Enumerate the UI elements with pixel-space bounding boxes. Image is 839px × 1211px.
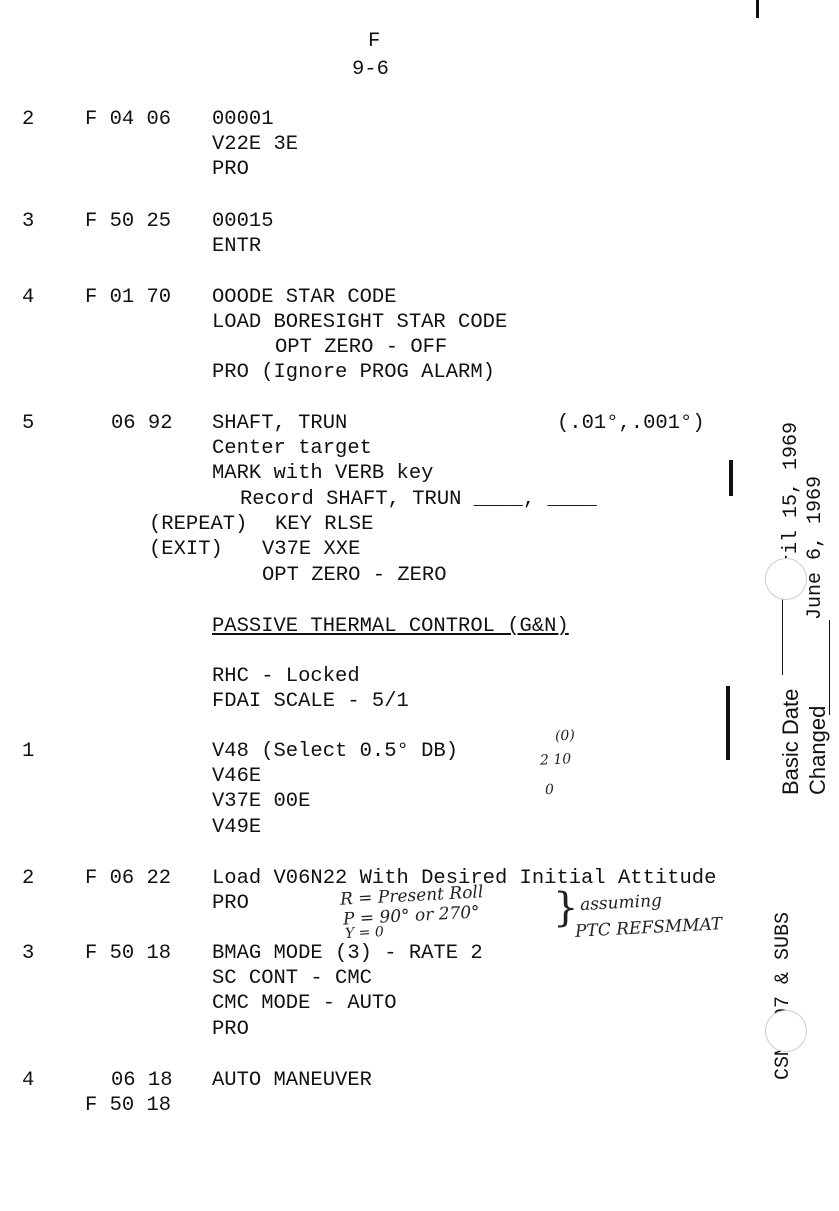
step-line: Load V06N22 With Desired Initial Attitud…: [212, 867, 717, 890]
step-line: OOODE STAR CODE: [212, 286, 397, 309]
exit-label: (EXIT): [149, 538, 223, 561]
step-code: F 50 25: [85, 210, 172, 233]
repeat-action: KEY RLSE: [275, 513, 374, 536]
step-number: 3: [22, 210, 35, 233]
prereq-line: FDAI SCALE - 5/1: [212, 690, 409, 713]
step-line: SC CONT - CMC: [212, 967, 372, 990]
step-code: F 06 22: [85, 867, 172, 890]
step-line: Center target: [212, 437, 372, 460]
step-line: PRO: [212, 1018, 249, 1041]
handwritten-note: PTC REFSMMAT: [574, 914, 723, 942]
step-number: 4: [22, 1069, 35, 1092]
step-line: Record SHAFT, TRUN ____, ____: [240, 488, 597, 511]
change-bar: [726, 686, 730, 760]
punch-hole: [765, 558, 807, 600]
changed-line: [829, 620, 830, 715]
handwritten-attitude: Y = 0: [344, 923, 385, 943]
step-line: OPT ZERO - OFF: [275, 336, 448, 359]
page-number: 9-6: [352, 58, 389, 81]
brace-icon: }: [553, 885, 579, 931]
step-number: 5: [22, 412, 35, 435]
step-line: AUTO MANEUVER: [212, 1069, 372, 1092]
step-code: 06 92: [111, 412, 173, 435]
basic-date-label: Basic Date: [778, 688, 803, 795]
handwritten-note: assuming: [579, 890, 663, 916]
step-number: 2: [22, 108, 35, 131]
change-bar: [729, 460, 733, 496]
section-letter: F: [368, 30, 381, 53]
step-line: 00001: [212, 108, 274, 131]
step-line: 00015: [212, 210, 274, 233]
handwritten-note: (0): [554, 727, 576, 745]
changed-date: June 6, 1969: [804, 475, 827, 620]
step-line: V46E: [212, 765, 262, 788]
exit-action-2: OPT ZERO - ZERO: [262, 564, 447, 587]
exit-action: V37E XXE: [262, 538, 361, 561]
step-line: V48 (Select 0.5° DB): [212, 740, 459, 763]
document-id: CSM 107 & SUBS: [772, 911, 795, 1080]
step-line: PRO (Ignore PROG ALARM): [212, 361, 495, 384]
step-line: V22E 3E: [212, 133, 299, 156]
step-line: SHAFT, TRUN: [212, 412, 348, 435]
changed-label: Changed: [805, 705, 830, 795]
basic-date-line: [782, 590, 783, 675]
margin-mark: [756, 0, 759, 18]
step-line: PRO: [212, 892, 249, 915]
repeat-label: (REPEAT): [149, 513, 248, 536]
step-code: F 50 18: [85, 1094, 172, 1117]
step-line: V37E 00E: [212, 790, 311, 813]
step-code: F 01 70: [85, 286, 172, 309]
step-number: 3: [22, 942, 35, 965]
step-code: F 04 06: [85, 108, 172, 131]
punch-hole: [765, 1010, 807, 1052]
step-line: PRO: [212, 158, 249, 181]
handwritten-note: 0: [544, 781, 555, 799]
step-code: 06 18: [111, 1069, 173, 1092]
step-line: BMAG MODE (3) - RATE 2: [212, 942, 483, 965]
handwritten-note: 2 10: [539, 751, 572, 769]
units: (.01°,.001°): [557, 412, 705, 435]
step-number: 1: [22, 740, 35, 763]
step-line: CMC MODE - AUTO: [212, 992, 397, 1015]
section-title: PASSIVE THERMAL CONTROL (G&N): [212, 615, 569, 638]
step-line: V49E: [212, 816, 262, 839]
step-line: MARK with VERB key: [212, 462, 434, 485]
step-line: ENTR: [212, 235, 262, 258]
step-code: F 50 18: [85, 942, 172, 965]
step-number: 4: [22, 286, 35, 309]
step-number: 2: [22, 867, 35, 890]
step-line: LOAD BORESIGHT STAR CODE: [212, 311, 508, 334]
prereq-line: RHC - Locked: [212, 665, 360, 688]
